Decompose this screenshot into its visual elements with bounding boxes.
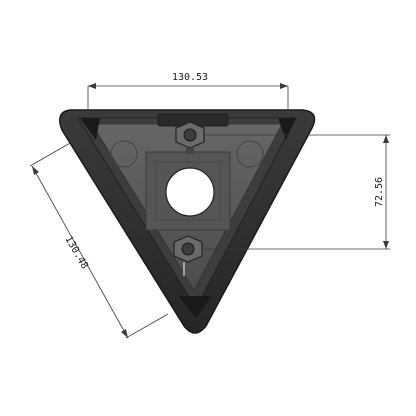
center-hole bbox=[165, 167, 215, 217]
bottom-hex-nut-icon bbox=[173, 235, 203, 276]
boss-right bbox=[236, 140, 264, 168]
dimension-top-width-label: 130.53 bbox=[172, 72, 208, 83]
corner-cavity-left bbox=[80, 118, 100, 140]
dimension-top-width: 130.53 bbox=[87, 72, 289, 118]
corner-cavity-right bbox=[278, 118, 296, 140]
boss-left bbox=[110, 140, 138, 168]
corner-cavity-bottom bbox=[178, 296, 212, 318]
mounting-plate-inner bbox=[155, 161, 221, 221]
dimension-side-length-label: 130.48 bbox=[62, 234, 90, 271]
top-hex-nut-icon bbox=[175, 121, 205, 154]
dimension-nut-spacing-label: 72.56 bbox=[374, 177, 385, 207]
dimension-nut-spacing: 72.56 bbox=[202, 134, 390, 250]
